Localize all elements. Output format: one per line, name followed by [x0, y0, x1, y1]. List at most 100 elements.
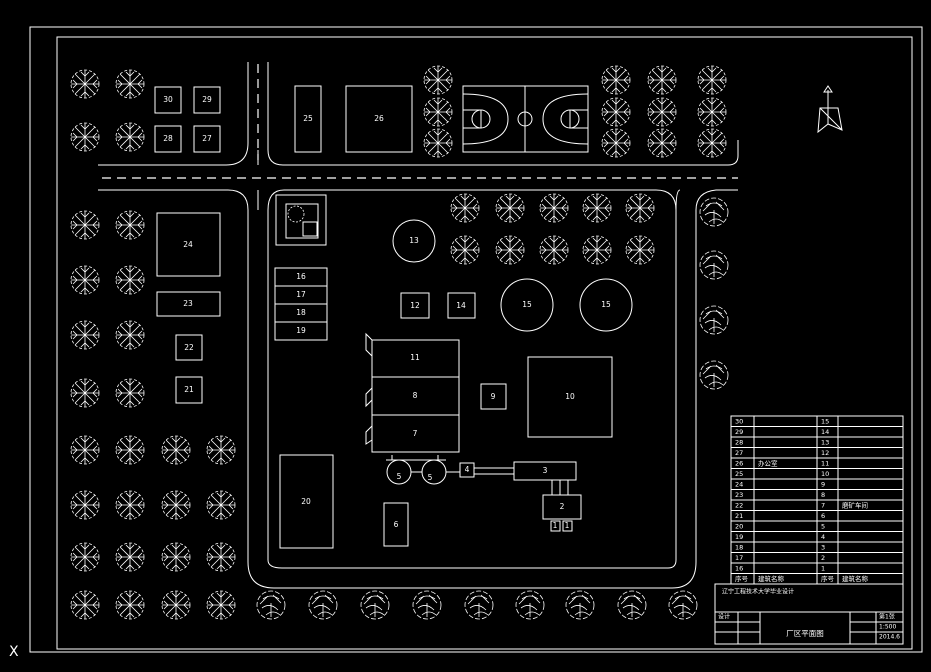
tree-icon	[206, 590, 236, 620]
tree-icon	[495, 235, 525, 265]
building-label: 19	[296, 326, 306, 335]
inner-frame	[56, 36, 913, 650]
thickener-5b	[421, 459, 447, 485]
building-label: 9	[491, 392, 496, 401]
legend-cell-no: 18	[735, 543, 743, 551]
legend-cell-no: 19	[735, 533, 743, 541]
building-label: 17	[296, 290, 306, 299]
building-label: 6	[394, 520, 399, 529]
building-29	[193, 86, 221, 114]
legend-header-name2: 建筑名称	[842, 574, 869, 583]
tree-icon	[450, 193, 480, 223]
tree-icon	[412, 590, 442, 620]
title-block-date: 2014.6	[879, 634, 900, 641]
legend-cell-no: 29	[735, 428, 743, 436]
title-block-school: 辽宁工程技术大学毕业设计	[722, 588, 794, 596]
building-label: 5	[428, 473, 433, 482]
tree-icon	[647, 65, 677, 95]
building-21	[175, 376, 203, 404]
title-block: 辽宁工程技术大学毕业设计 设计 厂区平面图 第1张 1:500 2014.6	[714, 583, 904, 645]
building-19	[274, 321, 328, 341]
legend-cell-no2: 4	[821, 533, 825, 541]
legend-cell-no: 16	[735, 564, 743, 572]
tree-icon	[565, 590, 595, 620]
building-27	[193, 125, 221, 153]
buildings: 30 29 28 27 26 25 24 23 22 21 20 16 17 1…	[154, 85, 633, 549]
building-label: 7	[413, 429, 418, 438]
tree-icon	[360, 590, 390, 620]
legend-cell-no: 24	[735, 480, 743, 488]
tree-icon	[647, 128, 677, 158]
tree-icon	[697, 65, 727, 95]
tree-icon	[539, 235, 569, 265]
tree-icon	[115, 265, 145, 295]
legend-cell-no2: 12	[821, 449, 829, 457]
legend-cell-no2: 10	[821, 470, 829, 478]
tree-icon	[699, 305, 729, 335]
building-4	[459, 462, 475, 478]
building-12	[400, 292, 430, 319]
legend-cell-no: 30	[735, 417, 743, 425]
legend-header-no: 序号	[735, 574, 749, 583]
legend-cell-name: 办公室	[758, 458, 778, 467]
legend-header-no2: 序号	[821, 574, 835, 583]
tree-icon	[582, 193, 612, 223]
legend-cell-no2: 7	[821, 501, 825, 509]
tree-icon	[115, 435, 145, 465]
building-26	[345, 85, 413, 153]
roads	[98, 62, 739, 589]
building-24	[156, 212, 221, 277]
building-label: 20	[301, 497, 311, 506]
water-tower	[275, 194, 327, 246]
legend-cell-no2: 14	[821, 428, 829, 436]
legend-cell-no2: 13	[821, 438, 829, 446]
title-block-scale: 1:500	[879, 624, 896, 631]
tree-icon	[161, 490, 191, 520]
building-1b	[562, 520, 573, 532]
tree-icon	[115, 590, 145, 620]
building-label: 16	[296, 272, 306, 281]
tree-icon	[206, 542, 236, 572]
title-block-label-design: 设计	[718, 613, 730, 621]
legend-cell-no2: 1	[821, 564, 825, 572]
tree-icon	[625, 235, 655, 265]
building-label: 12	[410, 301, 420, 310]
building-9	[480, 383, 507, 410]
building-label: 24	[183, 240, 193, 249]
building-label: 8	[413, 391, 418, 400]
tree-symbols	[70, 65, 729, 620]
tree-icon	[70, 265, 100, 295]
legend-cell-no: 23	[735, 491, 743, 499]
tree-icon	[115, 122, 145, 152]
tree-icon	[70, 490, 100, 520]
legend-cell-no2: 8	[821, 491, 825, 499]
legend-cell-no2: 15	[821, 417, 829, 425]
building-label: 1	[553, 521, 558, 530]
building-13	[392, 219, 436, 263]
legend-cell-no: 21	[735, 512, 743, 520]
legend-cell-no: 27	[735, 449, 743, 457]
building-label: 27	[202, 134, 212, 143]
tree-icon	[515, 590, 545, 620]
building-label: 14	[456, 301, 466, 310]
tree-icon	[308, 590, 338, 620]
tree-icon	[699, 197, 729, 227]
building-label: 10	[565, 392, 575, 401]
tree-icon	[115, 320, 145, 350]
tree-icon	[699, 360, 729, 390]
tree-icon	[625, 193, 655, 223]
building-28	[154, 125, 182, 153]
building-2	[542, 494, 582, 520]
outer-frame	[29, 26, 923, 653]
building-22	[175, 334, 203, 361]
tree-icon	[697, 97, 727, 127]
corner-mark: X	[9, 644, 19, 660]
title-block-sheet: 第1张	[879, 613, 895, 621]
legend-cell-no2: 9	[821, 480, 825, 488]
legend-cell-no: 20	[735, 522, 743, 530]
tree-icon	[256, 590, 286, 620]
tree-icon	[668, 590, 698, 620]
tree-icon	[464, 590, 494, 620]
tree-icon	[70, 69, 100, 99]
